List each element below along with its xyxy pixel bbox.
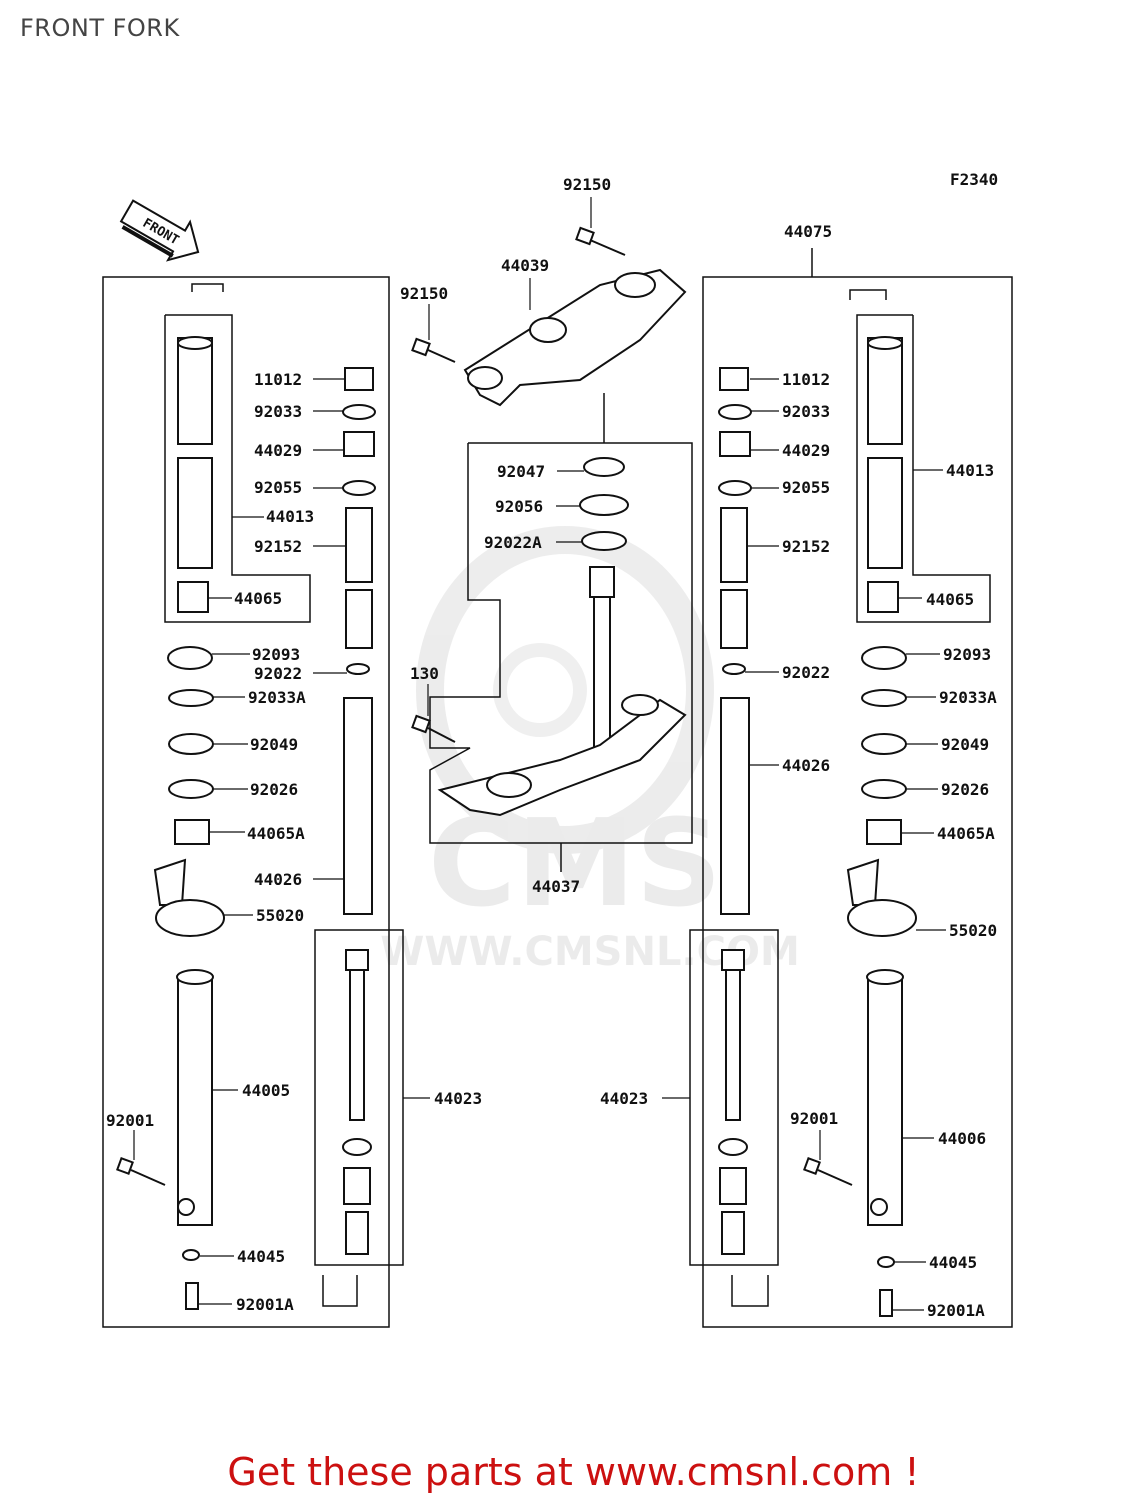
part-label: 92001 [106, 1111, 154, 1130]
left-fork-parts-icon [116, 336, 376, 1310]
part-label: 92049 [250, 735, 298, 754]
part-label: 92033 [254, 402, 302, 421]
part-label: 44065A [937, 824, 995, 843]
part-labels: 92150 92150 44039 44075 11012 92033 4402… [106, 175, 997, 1320]
part-label: 92093 [252, 645, 300, 664]
part-label: 44075 [784, 222, 832, 241]
part-label: 44029 [782, 441, 830, 460]
part-label: 92033A [248, 688, 306, 707]
part-label: 92055 [782, 478, 830, 497]
part-label: 55020 [256, 906, 304, 925]
bolt-92150-left-icon [411, 337, 456, 363]
part-label: 92033A [939, 688, 997, 707]
page-title: FRONT FORK [20, 14, 180, 42]
front-direction-arrow-icon: FRONT [119, 199, 200, 262]
part-label: 44023 [434, 1089, 482, 1108]
part-label: 44045 [237, 1247, 285, 1266]
steering-stem-box [429, 393, 693, 872]
upper-bracket-44039-icon [463, 268, 687, 407]
part-label: 92150 [400, 284, 448, 303]
part-label: 44005 [242, 1081, 290, 1100]
part-label: 44013 [946, 461, 994, 480]
part-label: 44065A [247, 824, 305, 843]
watermark-brand: CMS [428, 795, 722, 934]
diagram-code: F2340 [950, 170, 998, 189]
bolt-92150-top-icon [575, 226, 626, 256]
part-label: 130 [410, 664, 439, 683]
stem-bearing-parts-icon [579, 457, 629, 551]
part-label: 44006 [938, 1129, 986, 1148]
part-label: 92022 [254, 664, 302, 683]
part-label: 92152 [254, 537, 302, 556]
part-label: 92026 [250, 780, 298, 799]
part-label: 92022 [782, 663, 830, 682]
part-label: 55020 [949, 921, 997, 940]
part-label: 92093 [943, 645, 991, 664]
part-label: 92152 [782, 537, 830, 556]
right-fork-parts-icon [718, 336, 917, 1317]
part-label: 44029 [254, 441, 302, 460]
part-label: 44065 [234, 589, 282, 608]
part-label: 92022A [484, 533, 542, 552]
part-label: 92001A [927, 1301, 985, 1320]
part-label: 92056 [495, 497, 543, 516]
part-label: 92026 [941, 780, 989, 799]
part-label: 92033 [782, 402, 830, 421]
part-label: 92001A [236, 1295, 294, 1314]
left-fork-box [102, 276, 390, 1328]
part-label: 44026 [254, 870, 302, 889]
bolt-130-icon [411, 714, 456, 743]
steering-stem-44037-icon [437, 566, 687, 817]
part-label: 44045 [929, 1253, 977, 1272]
right-fork-box [702, 248, 1013, 1328]
part-label: 44039 [501, 256, 549, 275]
leader-lines [133, 197, 946, 1311]
footer-link[interactable]: Get these parts at www.cmsnl.com ! [227, 1450, 920, 1494]
part-label: 44037 [532, 877, 580, 896]
part-label: 11012 [782, 370, 830, 389]
exploded-parts-diagram: CMS WWW.CMSNL.COM F2340 FRONT [102, 170, 1013, 1328]
part-label: 44065 [926, 590, 974, 609]
part-label: 11012 [254, 370, 302, 389]
part-label: 92055 [254, 478, 302, 497]
part-label: 92049 [941, 735, 989, 754]
part-label: 92150 [563, 175, 611, 194]
part-label: 44026 [782, 756, 830, 775]
part-label: 44013 [266, 507, 314, 526]
part-label: 92001 [790, 1109, 838, 1128]
part-label: 92047 [497, 462, 545, 481]
part-label: 44023 [600, 1089, 648, 1108]
